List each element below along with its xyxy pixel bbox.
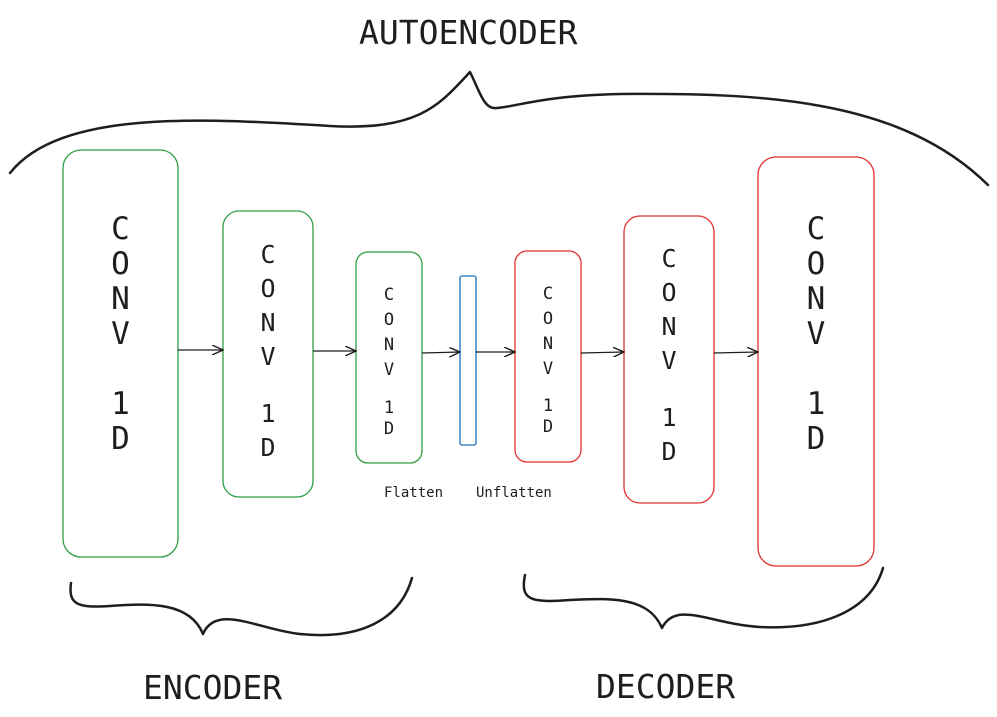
decoder-layer-2-label: C O N V 1 D (624, 246, 714, 473)
label-char: V (383, 360, 395, 380)
decoder-title: DECODER (596, 667, 736, 706)
label-char: 1 (661, 403, 677, 432)
label-char: C (661, 244, 677, 273)
label-char: D (806, 421, 826, 457)
label-char: 1 (383, 398, 395, 418)
label-char: D (260, 433, 276, 462)
label-char: C (542, 284, 554, 304)
label-char: C (260, 240, 276, 269)
label-char: V (260, 342, 276, 371)
label-char: D (383, 419, 395, 439)
encoder-brace (69, 576, 414, 637)
encoder-title: ENCODER (143, 668, 283, 707)
decoder-brace (522, 566, 885, 630)
autoencoder-brace (8, 70, 990, 187)
encoder-layer-3-label: C O N V 1 D (356, 287, 422, 442)
label-char: O (111, 246, 130, 282)
label-char: O (260, 274, 276, 303)
arrow-5 (580, 352, 624, 353)
label-char: 1 (111, 386, 130, 422)
label-char: V (806, 316, 826, 352)
label-char: N (542, 334, 554, 354)
label-char: O (661, 278, 677, 307)
bottleneck-box (459, 275, 477, 446)
arrow-3 (421, 352, 460, 353)
decoder-box-2 (623, 215, 715, 504)
label-char: V (111, 316, 130, 352)
label-char: V (661, 346, 677, 375)
unflatten-caption: Unflatten (476, 485, 552, 501)
encoder-layer-2-label: C O N V 1 D (223, 242, 313, 469)
diagram-title: AUTOENCODER (359, 13, 578, 52)
label-char: 1 (542, 396, 554, 416)
decoder-layer-3-label: C O N V 1 D (758, 214, 874, 459)
label-char: O (806, 246, 826, 282)
label-char: D (111, 421, 130, 457)
encoder-box-3 (355, 251, 423, 464)
label-char: C (383, 285, 395, 305)
label-char: N (806, 281, 826, 317)
label-char: C (111, 211, 130, 247)
encoder-box-1 (62, 149, 179, 558)
label-char: N (383, 335, 395, 355)
encoder-layer-1-label: C O N V 1 D (63, 214, 178, 459)
label-char: C (806, 211, 826, 247)
label-char: N (260, 308, 276, 337)
flatten-caption: Flatten (384, 485, 444, 501)
label-char: V (542, 359, 554, 379)
label-char: N (661, 312, 677, 341)
decoder-box-3 (757, 156, 875, 567)
arrow-6 (713, 352, 758, 353)
label-char: 1 (260, 399, 276, 428)
label-char: D (661, 437, 677, 466)
label-char: N (111, 281, 130, 317)
label-char: D (542, 417, 554, 437)
label-char: 1 (806, 386, 826, 422)
label-char: O (383, 310, 395, 330)
decoder-layer-1-label: C O N V 1 D (515, 286, 581, 440)
label-char: O (542, 309, 554, 329)
